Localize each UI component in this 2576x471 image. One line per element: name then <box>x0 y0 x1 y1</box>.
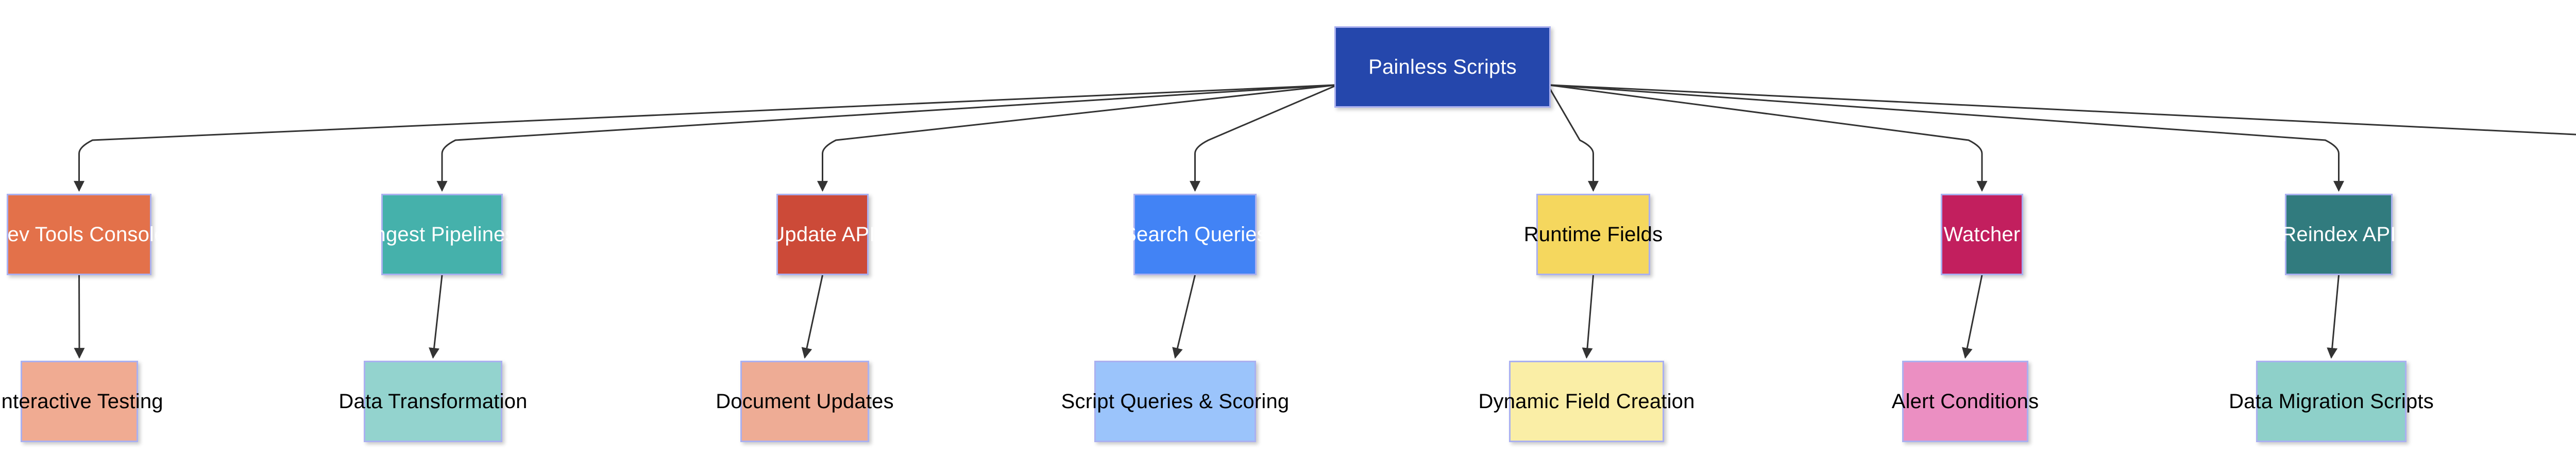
node-document-updates[interactable]: Document Updates <box>716 361 894 442</box>
node-painless-scripts[interactable]: Painless Scripts <box>1334 26 1551 108</box>
node-data-transformation[interactable]: Data Transformation <box>338 361 527 442</box>
node-label: Dev Tools Console <box>0 223 166 246</box>
edge-ingest-pipelines-to-data-transformation <box>429 275 443 359</box>
node-alert-conditions[interactable]: Alert Conditions <box>1892 361 2039 442</box>
node-label: Script Queries & Scoring <box>1061 390 1290 413</box>
edge-update-api-to-document-updates <box>801 275 823 359</box>
node-label: Search Queries <box>1123 223 1267 246</box>
edge-root-to-runtime-fields <box>1547 85 1599 192</box>
edge-root-to-dev-tools-console <box>74 84 1338 192</box>
node-data-migration-scripts[interactable]: Data Migration Scripts <box>2229 361 2434 442</box>
node-update-api[interactable]: Update API <box>770 194 875 275</box>
node-runtime-fields[interactable]: Runtime Fields <box>1524 194 1663 275</box>
node-ingest-pipelines[interactable]: Ingest Pipelines <box>368 194 516 275</box>
node-label: Runtime Fields <box>1523 223 1663 246</box>
edge-root-to-watcher <box>1547 84 1988 192</box>
node-label: Data Migration Scripts <box>2229 390 2434 413</box>
node-label: Interactive Testing <box>0 390 163 413</box>
node-dynamic-field-creation[interactable]: Dynamic Field Creation <box>1478 361 1694 442</box>
edge-root-to-update-api <box>817 84 1338 192</box>
node-watcher[interactable]: Watcher <box>1941 194 2023 275</box>
node-label: Update API <box>770 223 875 246</box>
edge-reindex-api-to-data-migration-scripts <box>2327 275 2340 359</box>
edge-search-queries-to-script-queries-scoring <box>1172 275 1196 359</box>
node-label: Alert Conditions <box>1891 390 2039 413</box>
edge-root-to-search-queries <box>1190 84 1338 192</box>
node-interactive-testing[interactable]: Interactive Testing <box>0 361 163 442</box>
node-label: Ingest Pipelines <box>368 223 516 246</box>
node-label: Reindex API <box>2281 223 2396 246</box>
edge-watcher-to-alert-conditions <box>1961 275 1983 359</box>
node-reindex-api[interactable]: Reindex API <box>2281 194 2396 275</box>
node-script-queries-scoring[interactable]: Script Queries & Scoring <box>1061 361 1289 442</box>
node-label: Data Transformation <box>338 390 528 413</box>
node-dev-tools-console[interactable]: Dev Tools Console <box>0 194 165 275</box>
node-search-queries[interactable]: Search Queries <box>1123 194 1267 275</box>
node-label: Watcher <box>1943 223 2021 246</box>
edge-runtime-fields-to-dynamic-field-creation <box>1582 275 1594 359</box>
node-label: Document Updates <box>716 390 894 413</box>
edge-root-to-aggregations <box>1547 84 2576 136</box>
node-label: Dynamic Field Creation <box>1478 390 1695 413</box>
edge-root-to-reindex-api <box>1547 84 2344 192</box>
node-label: Painless Scripts <box>1368 56 1517 78</box>
edge-dev-tools-console-to-interactive-testing <box>74 275 85 359</box>
edge-root-to-ingest-pipelines <box>436 84 1338 192</box>
